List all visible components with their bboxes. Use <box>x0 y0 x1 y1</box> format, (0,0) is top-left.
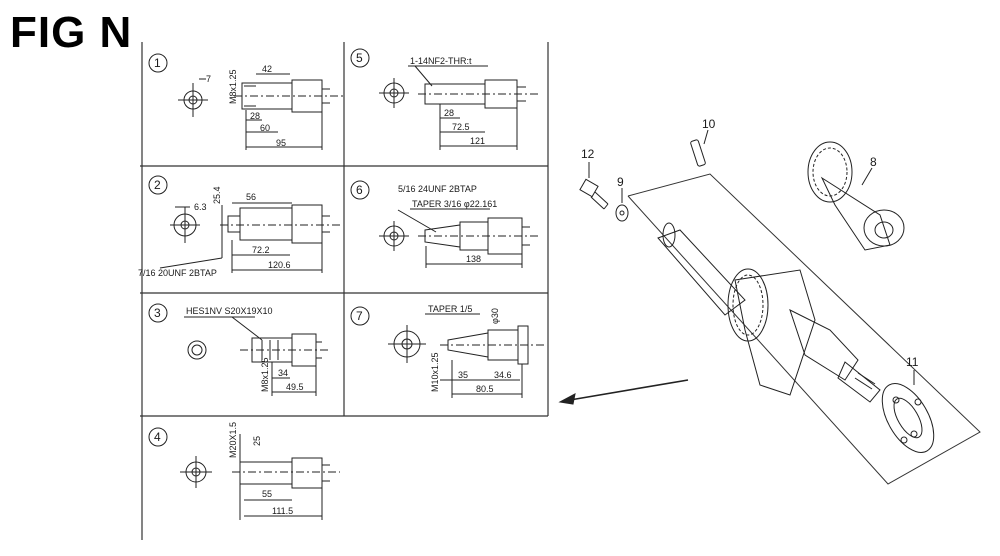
dim-label: 49.5 <box>286 382 304 392</box>
crankshaft-part <box>657 222 881 403</box>
bolt-part <box>579 178 609 210</box>
cell-number-2: 2 <box>154 178 161 192</box>
dim-label: 56 <box>246 192 256 202</box>
gear-part <box>807 141 905 251</box>
dim-label: 28 <box>250 111 260 121</box>
variant-cell-3 <box>148 303 330 396</box>
cell-number-1: 1 <box>154 56 161 70</box>
dim-label: 25 <box>252 436 262 446</box>
dim-label: 72.5 <box>452 122 470 132</box>
cell-number-7: 7 <box>356 309 363 323</box>
tap-label: 1-14NF2-THR:t <box>410 56 472 66</box>
variant-cell-2 <box>148 175 340 273</box>
cell-number-3: 3 <box>154 306 161 320</box>
dim-label: 35 <box>458 370 468 380</box>
tap-label: 5/16 24UNF 2BTAP <box>398 184 477 194</box>
variant-cell-1 <box>148 53 345 150</box>
dim-label: 42 <box>262 64 272 74</box>
dim-label: 25.4 <box>212 186 222 204</box>
dim-label: 60 <box>260 123 270 133</box>
taper-label: TAPER 3/16 φ22.161 <box>412 199 497 209</box>
dim-label: 72.2 <box>252 245 270 255</box>
dia-label: φ30 <box>490 308 500 324</box>
thread-label: M8x1.25 <box>260 357 270 392</box>
spline-label: HES1NV S20X19X10 <box>186 306 273 316</box>
bearing-part <box>881 383 935 453</box>
taper-label: TAPER 1/5 <box>428 304 472 314</box>
figure-title: FIG N <box>10 8 133 57</box>
cell-number-6: 6 <box>356 183 363 197</box>
dim-label: 111.5 <box>272 506 293 516</box>
dim-label: 95 <box>276 138 286 148</box>
dim-label: 80.5 <box>476 384 494 394</box>
dim-label: 28 <box>444 108 454 118</box>
tap-label: 7/16 20UNF 2BTAP <box>138 268 217 278</box>
thread-label: M8x1.25 <box>228 69 238 104</box>
dim-label: 121 <box>470 136 485 146</box>
thread-label: M20X1.5 <box>228 422 238 458</box>
cell-number-5: 5 <box>356 51 363 65</box>
part-number-10: 10 <box>702 117 716 131</box>
part-number-12: 12 <box>581 147 595 161</box>
variant-cell-5 <box>350 48 540 150</box>
part-number-8: 8 <box>870 155 877 169</box>
callout-arrow <box>558 379 689 405</box>
cell-numbers: 1 2 3 4 5 6 7 <box>154 51 363 444</box>
thread-label: M10x1.25 <box>430 352 440 392</box>
dim-label: 120.6 <box>268 260 291 270</box>
dim-label: 34 <box>278 368 288 378</box>
cell-number-4: 4 <box>154 430 161 444</box>
exploded-assembly <box>579 129 981 485</box>
dim-label: 55 <box>262 489 272 499</box>
dim-label: 6.3 <box>194 202 207 212</box>
dim-label: 34.6 <box>494 370 512 380</box>
variant-cell-7 <box>350 306 545 398</box>
part-number-11: 11 <box>906 355 919 369</box>
variant-grid <box>140 42 549 540</box>
key-part <box>690 139 706 167</box>
dim-label: 138 <box>466 254 481 264</box>
washer-part <box>615 204 629 222</box>
variant-cell-6 <box>350 180 540 268</box>
variant-cell-4 <box>148 427 340 520</box>
part-number-9: 9 <box>617 175 624 189</box>
dim-label: 7 <box>206 74 211 84</box>
